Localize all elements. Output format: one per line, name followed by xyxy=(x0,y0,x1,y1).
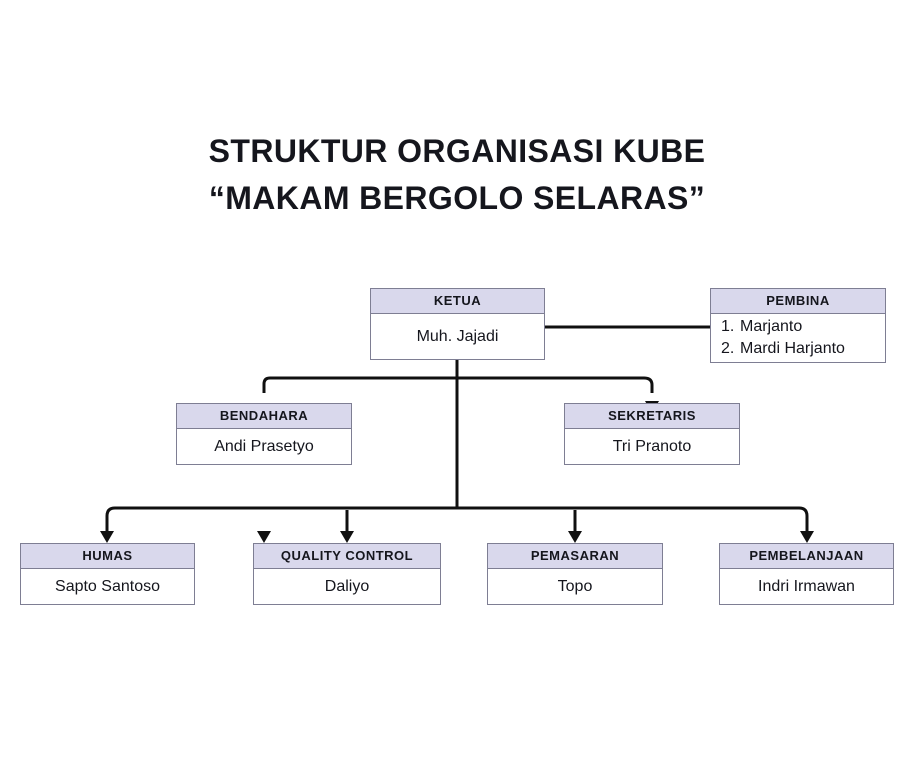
node-ketua-name: Muh. Jajadi xyxy=(371,314,544,359)
node-sekretaris[interactable]: SEKRETARIS Tri Pranoto xyxy=(564,403,740,465)
arrowhead-pemasaran xyxy=(568,531,582,543)
node-bendahara-role: BENDAHARA xyxy=(177,404,351,429)
arrowhead-pembelanjaan xyxy=(800,531,814,543)
node-pembina-members: 1. Marjanto 2. Mardi Harjanto xyxy=(711,314,885,362)
list-item: 1. Marjanto xyxy=(721,316,802,338)
node-bendahara-name: Andi Prasetyo xyxy=(177,429,351,464)
list-item-name: Mardi Harjanto xyxy=(740,340,845,357)
node-ketua[interactable]: KETUA Muh. Jajadi xyxy=(370,288,545,360)
node-pemasaran[interactable]: PEMASARAN Topo xyxy=(487,543,663,605)
list-item-number: 1. xyxy=(721,318,735,335)
arrowhead-bendahara xyxy=(257,531,271,543)
node-pemasaran-name: Topo xyxy=(488,569,662,604)
node-pembelanjaan-name: Indri Irmawan xyxy=(720,569,893,604)
node-humas-name: Sapto Santoso xyxy=(21,569,194,604)
node-bendahara[interactable]: BENDAHARA Andi Prasetyo xyxy=(176,403,352,465)
title-line-1: STRUKTUR ORGANISASI KUBE xyxy=(208,133,706,169)
node-quality-control-name: Daliyo xyxy=(254,569,440,604)
node-sekretaris-role: SEKRETARIS xyxy=(565,404,739,429)
list-item-number: 2. xyxy=(721,340,735,357)
node-sekretaris-name: Tri Pranoto xyxy=(565,429,739,464)
node-pembelanjaan[interactable]: PEMBELANJAAN Indri Irmawan xyxy=(719,543,894,605)
connector-row3-bus xyxy=(105,506,809,533)
node-quality-control[interactable]: QUALITY CONTROL Daliyo xyxy=(253,543,441,605)
chart-title: STRUKTUR ORGANISASI KUBE “MAKAM BERGOLO … xyxy=(0,128,914,222)
node-quality-control-role: QUALITY CONTROL xyxy=(254,544,440,569)
node-ketua-role: KETUA xyxy=(371,289,544,314)
node-humas[interactable]: HUMAS Sapto Santoso xyxy=(20,543,195,605)
node-pembina[interactable]: PEMBINA 1. Marjanto 2. Mardi Harjanto xyxy=(710,288,886,363)
node-pembelanjaan-role: PEMBELANJAAN xyxy=(720,544,893,569)
node-humas-role: HUMAS xyxy=(21,544,194,569)
list-item: 2. Mardi Harjanto xyxy=(721,338,845,360)
arrowhead-quality-control xyxy=(340,531,354,543)
node-pembina-role: PEMBINA xyxy=(711,289,885,314)
list-item-name: Marjanto xyxy=(740,318,803,335)
connector-row2-bus xyxy=(262,376,654,393)
arrowhead-humas xyxy=(100,531,114,543)
node-pemasaran-role: PEMASARAN xyxy=(488,544,662,569)
title-line-2: “MAKAM BERGOLO SELARAS” xyxy=(208,180,706,216)
